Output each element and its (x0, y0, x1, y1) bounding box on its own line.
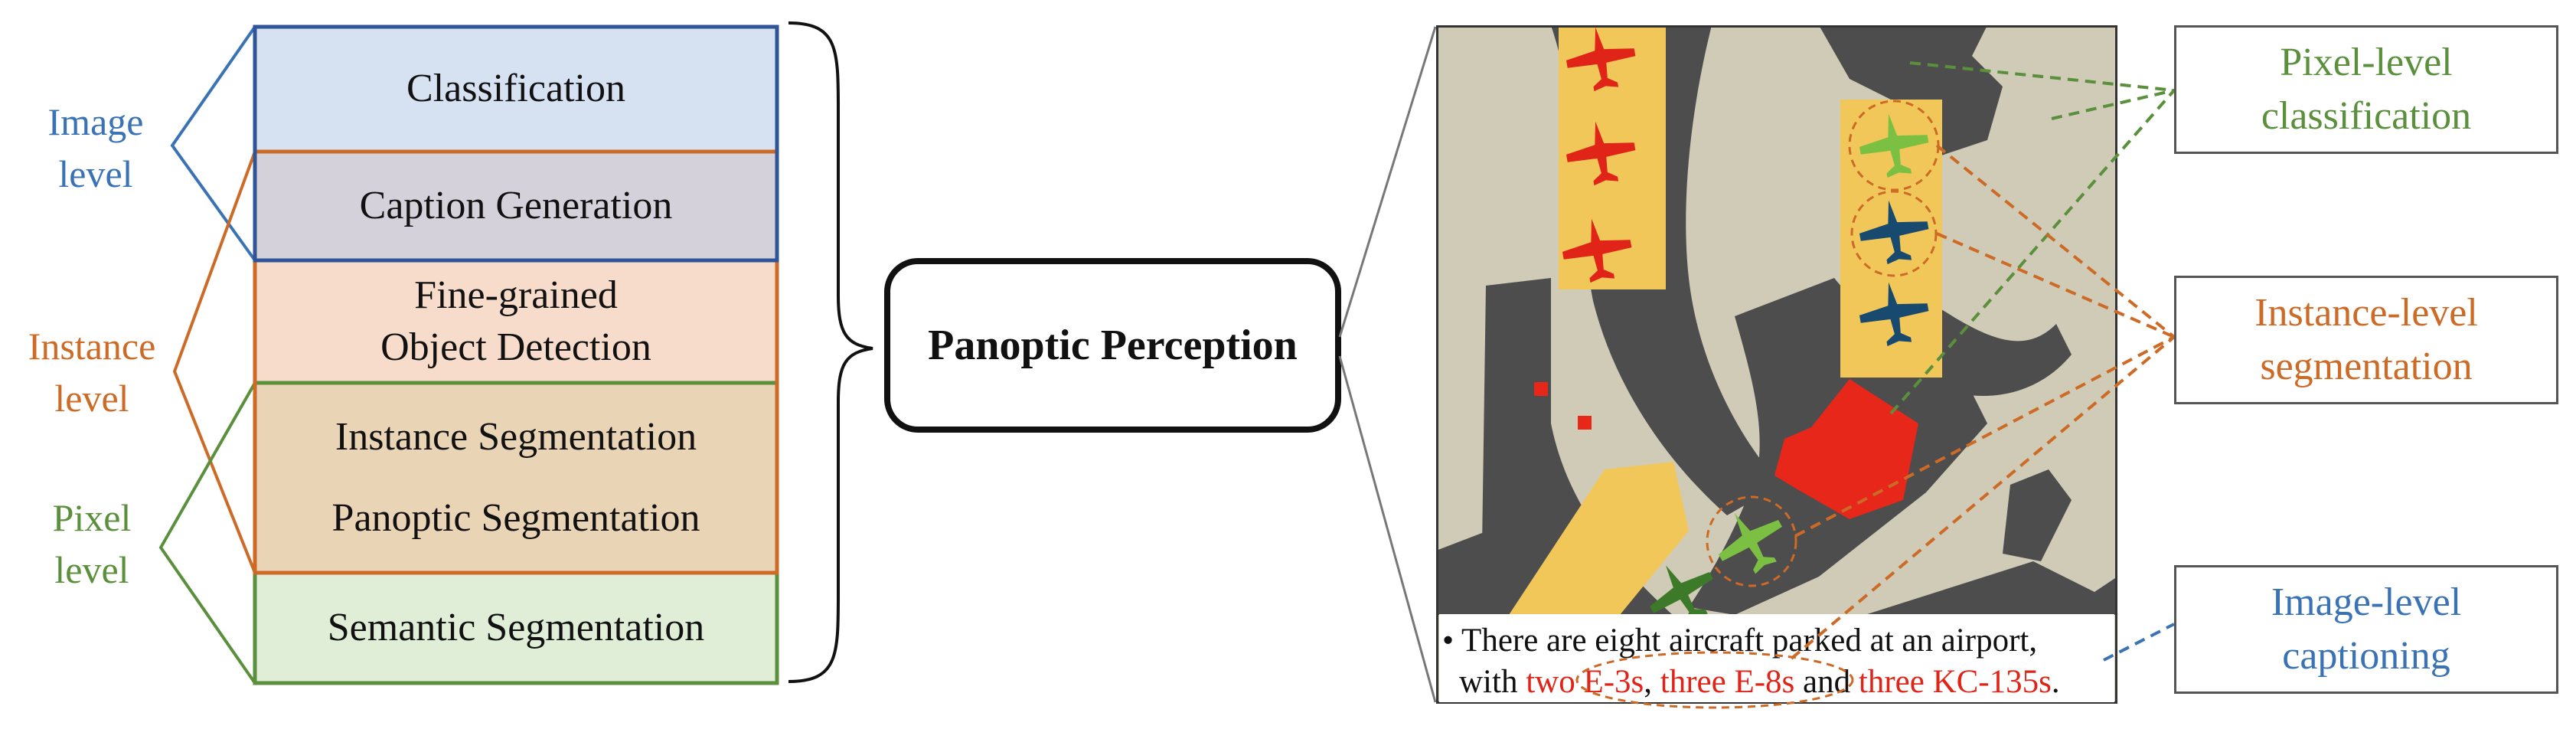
pixel-line-2 (2051, 89, 2175, 120)
instance-panoptic-box: Instance Segmentation Panoptic Segmentat… (255, 383, 777, 573)
caption-generation-label: Caption Generation (359, 184, 673, 227)
caption-highlight-3: three KC-135s (1858, 664, 2052, 700)
semantic-segmentation-box: Semantic Segmentation (255, 573, 777, 683)
curly-brace (788, 21, 873, 683)
image-line-1 (2103, 623, 2175, 662)
instance-level-callout: Instance-level segmentation (2174, 276, 2558, 404)
image-callout-line1: Image-level (2271, 580, 2462, 624)
image-level-label: Image level (15, 96, 176, 200)
aircraft-navy-1-icon (1859, 200, 1929, 265)
pixel-callout-line1: Pixel-level (2280, 41, 2453, 84)
panoptic-perception-title: Panoptic Perception (928, 322, 1298, 369)
instance-segmentation-label: Instance Segmentation (335, 415, 697, 459)
scene-caption: • There are eight aircraft parked at an … (1439, 614, 2114, 702)
fine-grained-detection-box: Fine-grained Object Detection (255, 260, 777, 383)
caption-line2: with two E-3s, three E-8s and three KC-1… (1442, 662, 2114, 703)
tarmac-bottom-left (1436, 515, 1589, 615)
aircraft-red-1-icon (1566, 27, 1636, 92)
zoom-lines (1338, 26, 1437, 703)
instance-level-label: Instance level (0, 320, 184, 424)
pixel-level-line1: Pixel (52, 496, 132, 539)
aircraft-red-2-icon (1566, 121, 1636, 186)
instance-line-1 (1935, 144, 2176, 338)
caption-suffix: . (2051, 664, 2060, 700)
curly-brace-path (788, 21, 873, 683)
image-callout-line2: captioning (2282, 634, 2450, 678)
aircraft-green-2-icon (1719, 513, 1782, 574)
instance-callout-line2: segmentation (2260, 345, 2473, 388)
aircraft-red-3-icon (1562, 218, 1632, 283)
aircraft-green-1-icon (1859, 113, 1929, 178)
instance-line-2 (1936, 232, 2175, 338)
building-small-2 (1578, 416, 1592, 430)
instance-circle-3 (1706, 495, 1797, 587)
instance-group-border (253, 149, 779, 575)
tarmac-bottom-strip (1834, 561, 2117, 615)
instance-callout-line1: Instance-level (2254, 291, 2478, 335)
pixel-level-connector (158, 382, 256, 685)
scene-frame (1436, 25, 2117, 704)
scene-image (1436, 25, 2117, 704)
apron-bottom (1509, 462, 1689, 615)
pixel-callout-line2: classification (2261, 94, 2472, 138)
zoom-line-bottom (1338, 355, 1437, 703)
instance-circle-2 (1850, 190, 1938, 277)
image-level-callout: Image-level captioning (2174, 565, 2558, 694)
instance-line-4 (1790, 335, 2176, 660)
pixel-level-line2: level (54, 548, 129, 591)
pixel-level-label: Pixel level (15, 492, 168, 596)
classification-label: Classification (406, 66, 625, 110)
caption-prefix: with (1459, 664, 1526, 700)
instance-level-connector (172, 151, 256, 574)
caption-bullet: • (1442, 623, 1455, 659)
instance-line-3 (1794, 335, 2175, 538)
level-connectors (158, 25, 256, 685)
instance-level-line2: level (54, 377, 129, 420)
image-level-line1: Image (47, 100, 144, 143)
tarmac-upper-right (1819, 25, 2003, 155)
caption-generation-box: Caption Generation (255, 152, 777, 260)
panoptic-perception-box: Panoptic Perception (884, 258, 1341, 433)
fine-grained-line2: Object Detection (380, 325, 651, 369)
aircraft-dark-green-icon (1650, 565, 1713, 626)
tarmac-lower-right (2003, 469, 2072, 561)
image-group-border (253, 25, 779, 263)
building-small-1 (1534, 382, 1548, 396)
panoptic-segmentation-label: Panoptic Segmentation (331, 496, 700, 540)
image-level-line2: level (58, 152, 133, 195)
image-level-connector (170, 25, 256, 262)
aircraft-navy-2-icon (1859, 282, 1929, 347)
pixel-line-1 (1909, 61, 2175, 92)
task-box-borders (253, 25, 779, 685)
instance-level-line1: Instance (28, 325, 156, 368)
fine-grained-line1: Fine-grained (414, 273, 618, 317)
pixel-level-callout: Pixel-level classification (2174, 25, 2558, 154)
caption-highlight-ellipse (1575, 651, 1854, 709)
zoom-line-top (1338, 26, 1437, 338)
classification-box: Classification (255, 25, 777, 152)
caption-sep-1: , (1644, 664, 1660, 700)
semantic-segmentation-label: Semantic Segmentation (327, 606, 705, 649)
building-main (1774, 379, 1918, 519)
pixel-line-3 (1889, 89, 2176, 415)
caption-highlight-2: three E-8s (1660, 664, 1795, 700)
